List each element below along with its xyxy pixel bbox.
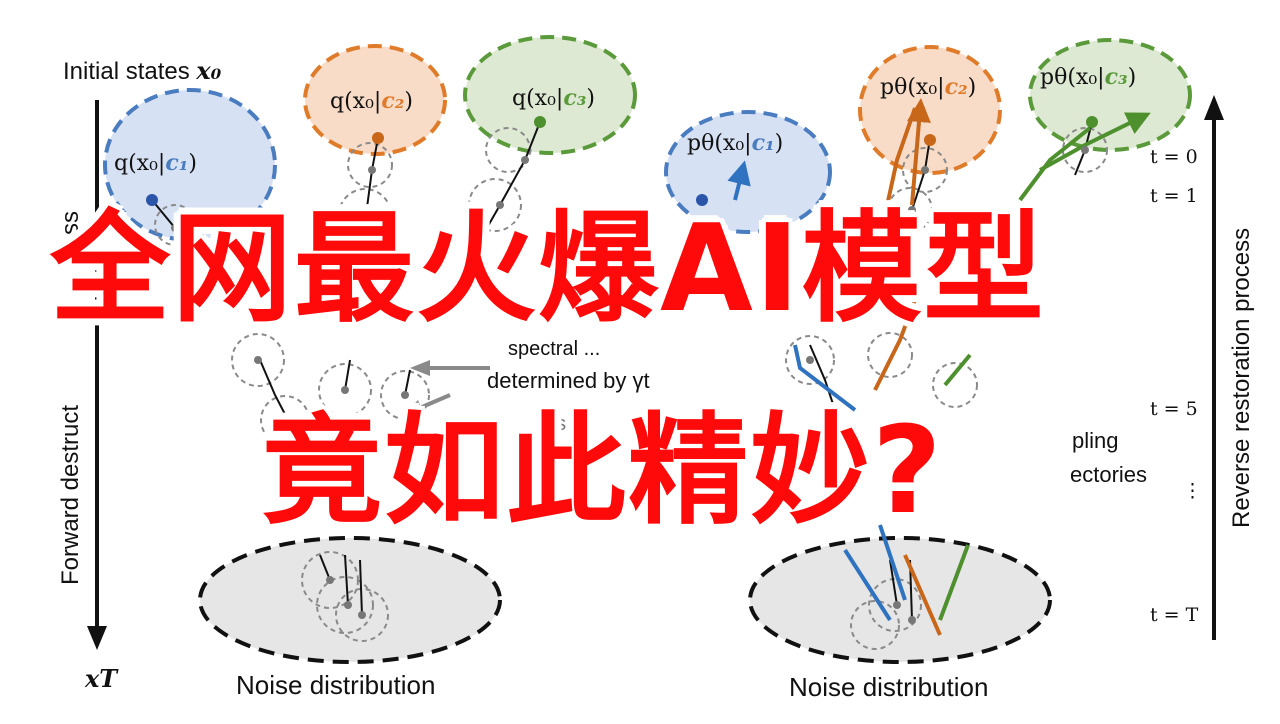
gauss-label-fragment: uss e bbox=[545, 413, 593, 435]
forward-axis-label-visible: Forward destruct bbox=[57, 404, 84, 585]
noise-right-ellipse bbox=[748, 536, 1052, 664]
headline-line1: 全网最火爆AI模型 bbox=[50, 200, 1046, 339]
tick-tT: t = T bbox=[1150, 604, 1199, 626]
x-T-label: xT bbox=[85, 664, 118, 693]
spectral-arrowhead-1 bbox=[410, 360, 430, 376]
spectral-arrows bbox=[414, 366, 490, 412]
p-c2-label: pθ(x₀|c₂) bbox=[880, 74, 977, 100]
tick-ellipsis: ⋮ bbox=[1183, 480, 1202, 502]
q-c2-label: q(x₀|c₂) bbox=[330, 88, 413, 114]
forward-noise-circles bbox=[154, 127, 531, 642]
tick-t5: t = 5 bbox=[1150, 398, 1198, 420]
noise-distribution-right-label: Noise distribution bbox=[789, 672, 989, 702]
q-c3-ellipse bbox=[463, 35, 637, 155]
q-c1-label: q(x₀|c₁) bbox=[114, 150, 197, 176]
tick-t1: t = 1 bbox=[1150, 185, 1198, 207]
spectral-label-line1: spectral ... bbox=[508, 338, 601, 360]
tick-t0: t = 0 bbox=[1150, 146, 1198, 168]
p-c1-label: pθ(x₀|c₁) bbox=[687, 130, 784, 156]
p-c2-ellipse bbox=[858, 45, 1002, 175]
reverse-points bbox=[696, 116, 1098, 624]
reverse-noise-circles bbox=[785, 127, 1108, 650]
reverse-axis-arrowhead bbox=[1204, 95, 1224, 120]
forward-axis-arrowhead bbox=[87, 626, 107, 650]
spectral-arrowhead-2 bbox=[402, 400, 424, 416]
spectral-label-line2: determined by γt bbox=[487, 368, 650, 393]
forward-points bbox=[146, 116, 546, 619]
q-c3-label: q(x₀|c₃) bbox=[512, 85, 595, 111]
sampling-label-line2: ectories bbox=[1070, 462, 1148, 487]
sampling-label-line1: pling bbox=[1072, 428, 1119, 453]
reverse-axis-label: Reverse restoration process bbox=[1228, 227, 1255, 528]
reverse-paths-colored bbox=[727, 98, 1151, 636]
noise-distribution-left-label: Noise distribution bbox=[236, 670, 436, 700]
p-c3-label: pθ(x₀|c₃) bbox=[1040, 64, 1137, 90]
headline-line2: 竟如此精妙? bbox=[262, 402, 944, 541]
initial-states-label: Initial states x₀ bbox=[63, 56, 222, 85]
